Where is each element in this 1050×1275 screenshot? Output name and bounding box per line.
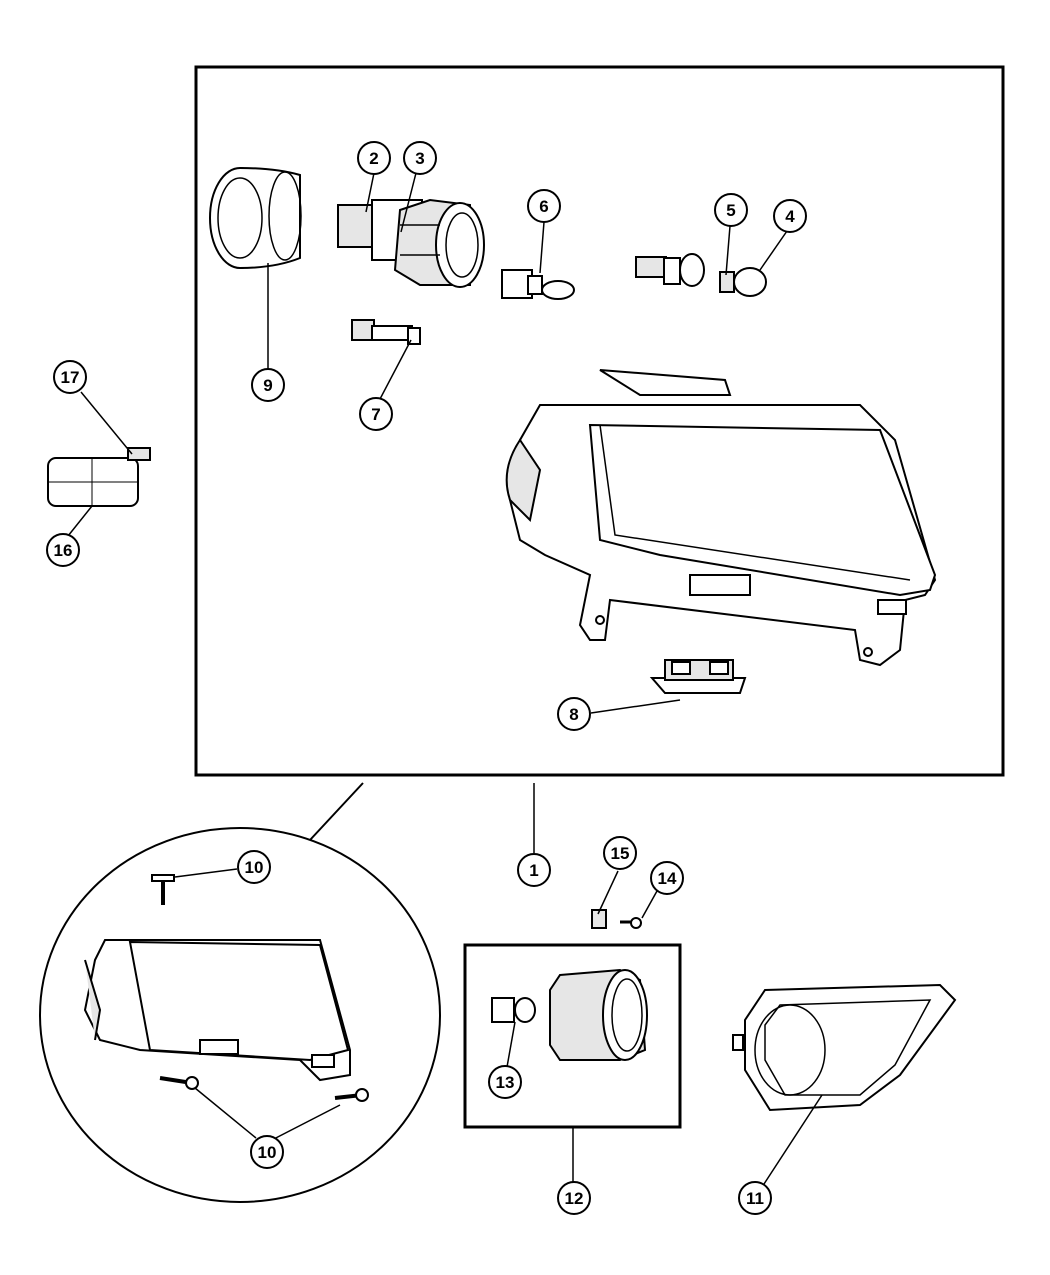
callout-11-label: 11	[746, 1189, 764, 1208]
callout-7: 7	[359, 397, 393, 431]
callout-16: 16	[46, 533, 80, 567]
callout-9-label: 9	[263, 376, 272, 395]
side-marker-part	[47, 447, 151, 507]
callout-10-top: 10	[237, 850, 271, 884]
callout-16-label: 16	[54, 541, 73, 560]
callout-1: 1	[517, 853, 551, 887]
callout-1-label: 1	[529, 861, 538, 880]
callout-5: 5	[714, 193, 748, 227]
callout-4-label: 4	[785, 207, 795, 226]
callout-12-label: 12	[565, 1189, 584, 1208]
callout-6: 6	[527, 189, 561, 223]
fog-lamp-part	[491, 968, 648, 1061]
fog-lamp-box	[463, 943, 682, 1129]
callout-15-label: 15	[611, 844, 630, 863]
callout-2: 2	[357, 141, 391, 175]
screw-bottom-left	[159, 1076, 199, 1090]
bezel-ring-part	[209, 167, 302, 269]
callout-17: 17	[53, 360, 87, 394]
callout-10-bottom: 10	[250, 1135, 284, 1169]
callout-6-label: 6	[539, 197, 548, 216]
detail-circle	[39, 782, 441, 1203]
callout-10-top-label: 10	[245, 858, 264, 877]
projector-module-part	[337, 198, 485, 288]
socket-bulb-parts-4-5	[635, 253, 767, 297]
headlamp-assembly-box	[194, 65, 1005, 777]
callout-15: 15	[603, 836, 637, 870]
leader-lines	[67, 172, 823, 1185]
callout-5-label: 5	[726, 201, 735, 220]
bulb-part-6	[501, 269, 575, 300]
callout-3-label: 3	[415, 149, 424, 168]
fog-lamp-bezel-part	[732, 983, 957, 1112]
callout-13: 13	[488, 1065, 522, 1099]
headlamp-housing	[505, 369, 937, 667]
callout-8: 8	[557, 697, 591, 731]
ballast-module-part	[649, 659, 747, 694]
callout-17-label: 17	[61, 368, 80, 387]
callout-12: 12	[557, 1181, 591, 1215]
callout-11: 11	[738, 1181, 772, 1215]
callout-14: 14	[650, 861, 684, 895]
callout-4: 4	[773, 199, 807, 233]
screw-top	[151, 874, 175, 905]
callout-8-label: 8	[569, 705, 578, 724]
callout-3: 3	[403, 141, 437, 175]
callout-14-label: 14	[658, 869, 677, 888]
callout-13-label: 13	[496, 1073, 515, 1092]
callout-2-label: 2	[369, 149, 378, 168]
socket-part-7	[351, 319, 421, 345]
callout-9: 9	[251, 368, 285, 402]
screw-clip-parts	[591, 909, 642, 929]
screw-bottom-right	[334, 1088, 369, 1102]
callout-10-bottom-label: 10	[258, 1143, 277, 1162]
callout-7-label: 7	[371, 405, 380, 424]
